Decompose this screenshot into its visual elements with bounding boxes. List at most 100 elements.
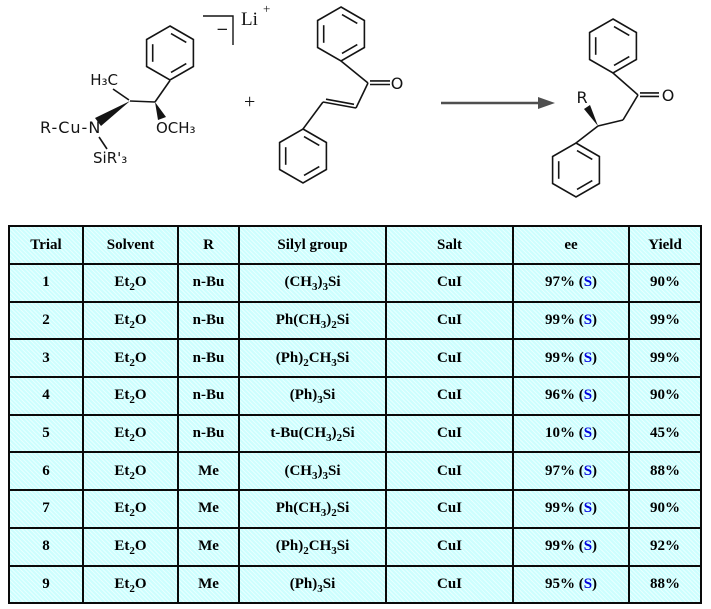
cell-trial: 5 bbox=[8, 413, 84, 454]
cell-r: n-Bu bbox=[177, 376, 240, 416]
cell-silyl: (Ph)3Si bbox=[238, 376, 387, 416]
cell-r: n-Bu bbox=[177, 338, 240, 379]
cell-ee: 96% (S) bbox=[512, 376, 630, 416]
cell-r: n-Bu bbox=[177, 300, 240, 341]
cell-silyl: (CH3)3Si bbox=[238, 451, 387, 492]
cell-yield: 90% bbox=[628, 376, 702, 416]
cell-ee: 10% (S) bbox=[512, 413, 630, 454]
cell-solvent: Et2O bbox=[82, 451, 179, 492]
cell-silyl: (Ph)2CH3Si bbox=[238, 338, 387, 379]
config-label: S bbox=[583, 349, 593, 366]
config-label: S bbox=[583, 575, 593, 592]
cell-yield: 88% bbox=[628, 564, 702, 605]
benzene-ring bbox=[588, 18, 638, 74]
cell-salt: CuI bbox=[385, 338, 514, 379]
cell-salt: CuI bbox=[385, 526, 514, 567]
methyl-label: H₃C bbox=[90, 71, 118, 89]
cell-ee: 99% (S) bbox=[512, 526, 630, 567]
cell-yield: 90% bbox=[628, 489, 702, 529]
cell-ee: 99% (S) bbox=[512, 338, 630, 379]
cell-r: Me bbox=[177, 564, 240, 605]
silyl-label: SiR'₃ bbox=[93, 149, 127, 167]
col-header-solvent: Solvent bbox=[82, 225, 179, 265]
cell-r: n-Bu bbox=[177, 263, 240, 303]
config-label: S bbox=[583, 462, 593, 479]
product-structure: O R bbox=[551, 18, 675, 198]
cell-salt: CuI bbox=[385, 263, 514, 303]
cell-yield: 90% bbox=[628, 263, 702, 303]
reaction-scheme: − Li + H₃C R-Cu-N SiR'₃ OCH₃ + O bbox=[40, 1, 675, 198]
config-label: S bbox=[583, 538, 593, 555]
cell-yield: 99% bbox=[628, 338, 702, 379]
arrowhead bbox=[538, 97, 555, 109]
config-label: S bbox=[583, 312, 593, 329]
config-label: S bbox=[583, 425, 593, 442]
cell-ee: 99% (S) bbox=[512, 300, 630, 341]
cell-trial: 8 bbox=[8, 526, 84, 567]
anion-charge-label: − bbox=[216, 20, 229, 38]
cell-salt: CuI bbox=[385, 413, 514, 454]
cell-yield: 88% bbox=[628, 451, 702, 492]
cell-trial: 6 bbox=[8, 451, 84, 492]
cell-salt: CuI bbox=[385, 300, 514, 341]
cell-silyl: (Ph)3Si bbox=[238, 564, 387, 605]
cell-silyl: Ph(CH3)2Si bbox=[238, 300, 387, 341]
cell-solvent: Et2O bbox=[82, 413, 179, 454]
cell-silyl: t-Bu(CH3)2Si bbox=[238, 413, 387, 454]
col-header-silyl: Silyl group bbox=[238, 225, 387, 265]
enone-structure: O bbox=[278, 6, 404, 184]
cell-ee: 97% (S) bbox=[512, 263, 630, 303]
benzene-ring bbox=[278, 128, 328, 184]
benzene-ring bbox=[145, 25, 195, 81]
wedge-bond-methoxy bbox=[155, 102, 166, 120]
cell-salt: CuI bbox=[385, 489, 514, 529]
cell-r: Me bbox=[177, 526, 240, 567]
config-label: S bbox=[583, 274, 593, 291]
cell-solvent: Et2O bbox=[82, 300, 179, 341]
cell-silyl: (Ph)2CH3Si bbox=[238, 526, 387, 567]
wedge-bond-nitrogen bbox=[95, 101, 130, 126]
col-header-r: R bbox=[177, 225, 240, 265]
cell-r: n-Bu bbox=[177, 413, 240, 454]
cell-r: Me bbox=[177, 489, 240, 529]
cell-r: Me bbox=[177, 451, 240, 492]
cell-trial: 4 bbox=[8, 376, 84, 416]
col-header-ee: ee bbox=[512, 225, 630, 265]
cuprate-structure: − Li + H₃C R-Cu-N SiR'₃ OCH₃ bbox=[40, 1, 270, 167]
cell-trial: 3 bbox=[8, 338, 84, 379]
cell-ee: 99% (S) bbox=[512, 489, 630, 529]
lithium-charge-label: + bbox=[263, 1, 270, 16]
cell-silyl: (CH3)3Si bbox=[238, 263, 387, 303]
config-label: S bbox=[583, 387, 593, 404]
carbonyl-oxygen-label: O bbox=[662, 86, 675, 105]
col-header-salt: Salt bbox=[385, 225, 514, 265]
cell-silyl: Ph(CH3)2Si bbox=[238, 489, 387, 529]
r-group-label: R bbox=[576, 88, 587, 107]
config-label: S bbox=[583, 500, 593, 517]
col-header-trial: Trial bbox=[8, 225, 84, 265]
cell-yield: 45% bbox=[628, 413, 702, 454]
cell-solvent: Et2O bbox=[82, 526, 179, 567]
cell-trial: 2 bbox=[8, 300, 84, 341]
cell-trial: 1 bbox=[8, 263, 84, 303]
carbonyl-oxygen-label: O bbox=[391, 74, 404, 93]
benzene-ring bbox=[316, 6, 366, 62]
cell-trial: 9 bbox=[8, 564, 84, 605]
r-cu-n-label: R-Cu-N bbox=[40, 118, 101, 137]
cell-solvent: Et2O bbox=[82, 489, 179, 529]
benzene-ring bbox=[551, 142, 601, 198]
cell-ee: 95% (S) bbox=[512, 564, 630, 605]
col-header-yield: Yield bbox=[628, 225, 702, 265]
